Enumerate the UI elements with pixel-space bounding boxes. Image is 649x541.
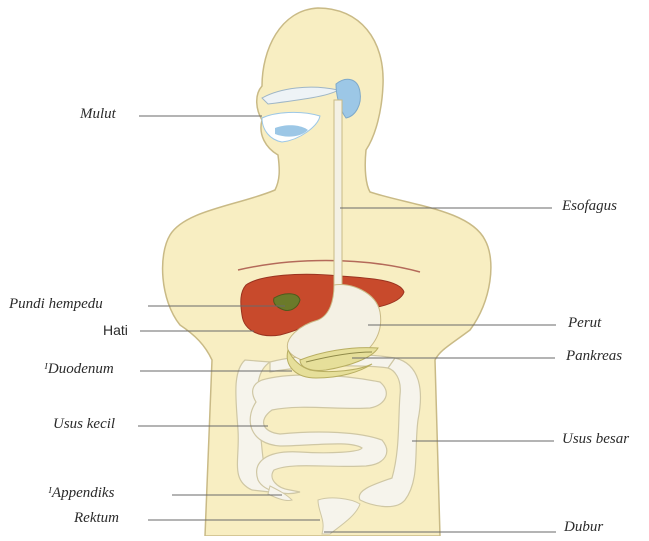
label-perut: Perut bbox=[568, 315, 601, 332]
label-appendiks: ᴵAppendiks bbox=[48, 485, 114, 502]
label-usus-kecil: Usus kecil bbox=[53, 416, 115, 433]
label-pankreas: Pankreas bbox=[566, 348, 622, 365]
label-duodenum: ᴵDuodenum bbox=[44, 361, 114, 378]
label-esofagus: Esofagus bbox=[562, 198, 617, 215]
label-pundi-hempedu: Pundi hempedu bbox=[9, 296, 103, 313]
label-usus-besar: Usus besar bbox=[562, 431, 629, 448]
label-dubur: Dubur bbox=[564, 519, 603, 536]
label-hati: Hati bbox=[103, 322, 128, 338]
esophagus bbox=[334, 100, 342, 290]
label-mulut: Mulut bbox=[80, 106, 116, 123]
label-rektum: Rektum bbox=[74, 510, 119, 527]
